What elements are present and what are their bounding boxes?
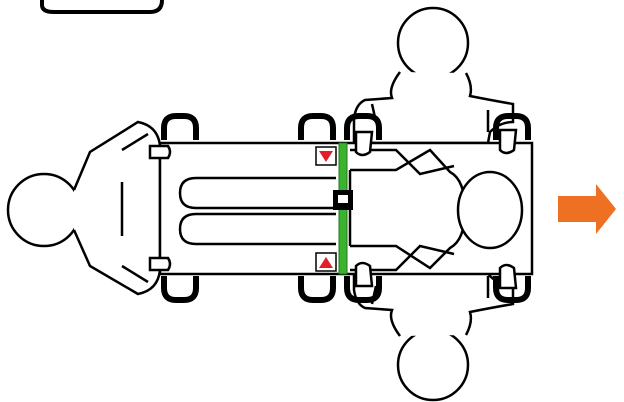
carrier-head xyxy=(396,328,470,402)
handle-loop xyxy=(161,276,199,303)
hand xyxy=(498,128,518,155)
carrier-left xyxy=(6,120,162,296)
up-marker-icon xyxy=(315,252,337,272)
down-marker-icon xyxy=(315,146,337,166)
patient-head xyxy=(456,170,524,250)
hand xyxy=(498,263,518,290)
buckle-icon xyxy=(333,190,353,210)
arrow-right-icon xyxy=(558,184,616,234)
patient-arm-lower xyxy=(350,244,455,272)
carrier-top-right xyxy=(352,6,515,145)
handle-loop xyxy=(344,113,382,140)
handle-loop xyxy=(298,276,336,303)
handle-loop xyxy=(161,113,199,140)
carrier-bottom-right xyxy=(352,271,515,402)
carrier-hands xyxy=(148,128,518,290)
carrier-torso xyxy=(72,120,162,296)
hand xyxy=(354,261,374,288)
hand xyxy=(354,130,374,157)
stretcher-handles xyxy=(161,113,531,303)
handle-loop xyxy=(344,276,382,303)
handle-loop xyxy=(493,113,531,140)
handle-loop xyxy=(298,113,336,140)
hand xyxy=(148,144,172,160)
patient-arm-upper xyxy=(350,148,455,176)
label-pill-fragment xyxy=(40,0,164,14)
carrier-head xyxy=(6,172,82,248)
hand xyxy=(148,256,172,272)
patient-lower-leg xyxy=(178,212,336,246)
carrier-arm xyxy=(120,132,149,284)
patient-upper-leg xyxy=(178,176,336,210)
handle-loop xyxy=(493,276,531,303)
carrier-head xyxy=(396,6,470,80)
